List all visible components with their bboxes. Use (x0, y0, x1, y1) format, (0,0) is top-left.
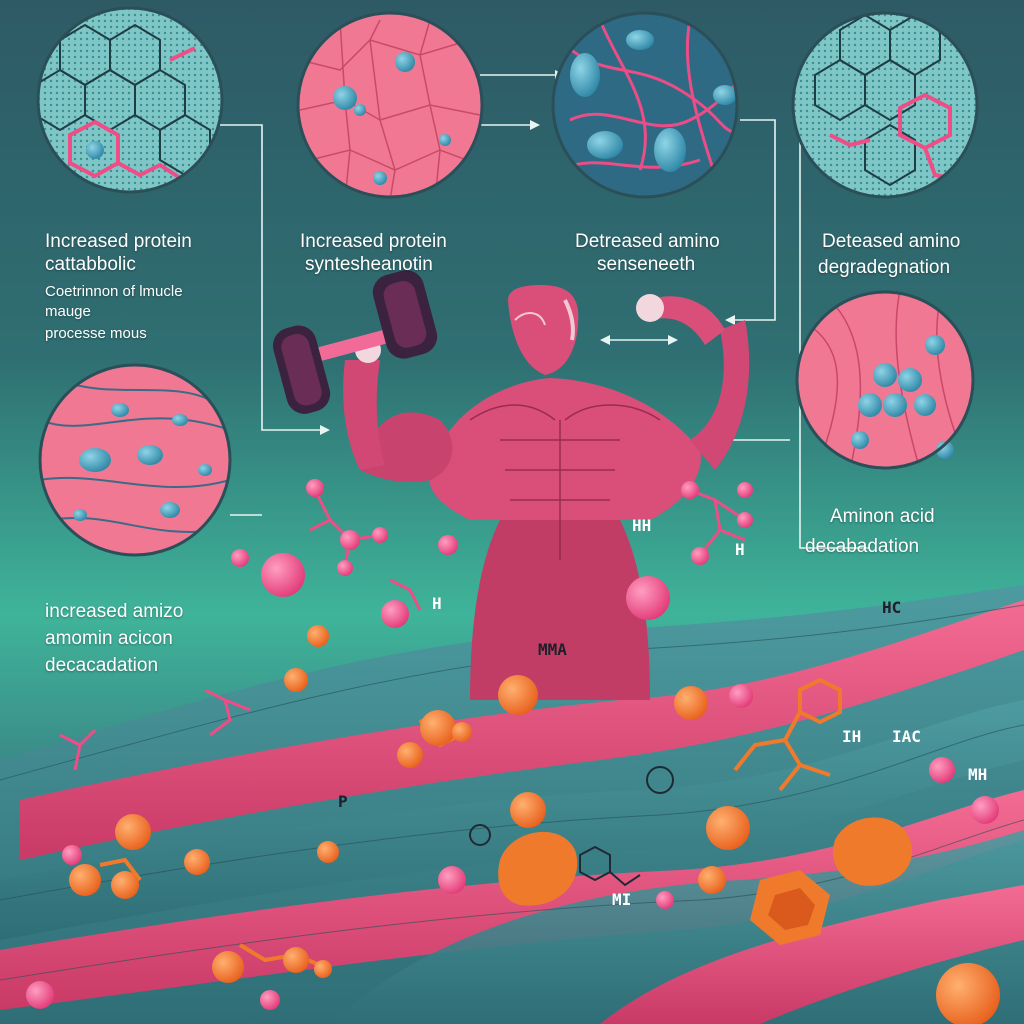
orange-ring-molecule (750, 870, 830, 945)
label-right-line1: Aminon acid (830, 506, 935, 527)
dark-ring-molecule (469, 766, 674, 887)
tag-hh: HH (632, 516, 652, 535)
label-top1-line3: Coetrinnon of lmucle (45, 283, 183, 300)
tag-h-1: H (735, 540, 745, 559)
tag-iac: IAC (892, 727, 921, 746)
muscular-figure (343, 285, 750, 700)
label-top1-line1: Increased protein (45, 231, 192, 252)
label-left-line1: increased amizo (45, 601, 184, 622)
tissue-circle-2 (296, 11, 484, 199)
label-top2-line1: Increased protein (300, 231, 447, 252)
pink-molecules (26, 479, 999, 1010)
tag-p: P (338, 792, 348, 811)
dumbbell (272, 270, 438, 414)
tag-mi: MI (612, 890, 632, 909)
tag-h-2: H (432, 594, 442, 613)
tag-mh: MH (968, 765, 988, 784)
label-top4-line1: Deteased amino (822, 231, 961, 252)
lattice-circle-4 (791, 11, 979, 199)
fiber-tissue-circle-6 (38, 363, 232, 557)
label-top3-line2: senseneeth (597, 254, 696, 275)
label-top1-line5: processe mous (45, 325, 147, 342)
label-top3-line1: Detreased amino (575, 231, 720, 252)
label-top1-line4: mauge (45, 303, 91, 320)
label-right-line2: decabadation (805, 536, 920, 557)
label-left-line2: amomin acicon (45, 628, 173, 649)
tag-mma: MMA (538, 640, 567, 659)
orange-molecules (69, 625, 1000, 1024)
tag-hc: HC (882, 598, 902, 617)
label-top1-line2: cattabbolic (45, 254, 136, 275)
label-left-line3: decacadation (45, 655, 159, 676)
lattice-circle-1 (36, 6, 224, 194)
muscle-bundle-circle-5 (795, 290, 975, 470)
label-top4-line2: degradegnation (818, 257, 951, 278)
label-top2-line2: syntesheanotin (305, 254, 433, 275)
tag-ih: IH (842, 727, 862, 746)
cell-network-circle-3 (551, 11, 739, 199)
